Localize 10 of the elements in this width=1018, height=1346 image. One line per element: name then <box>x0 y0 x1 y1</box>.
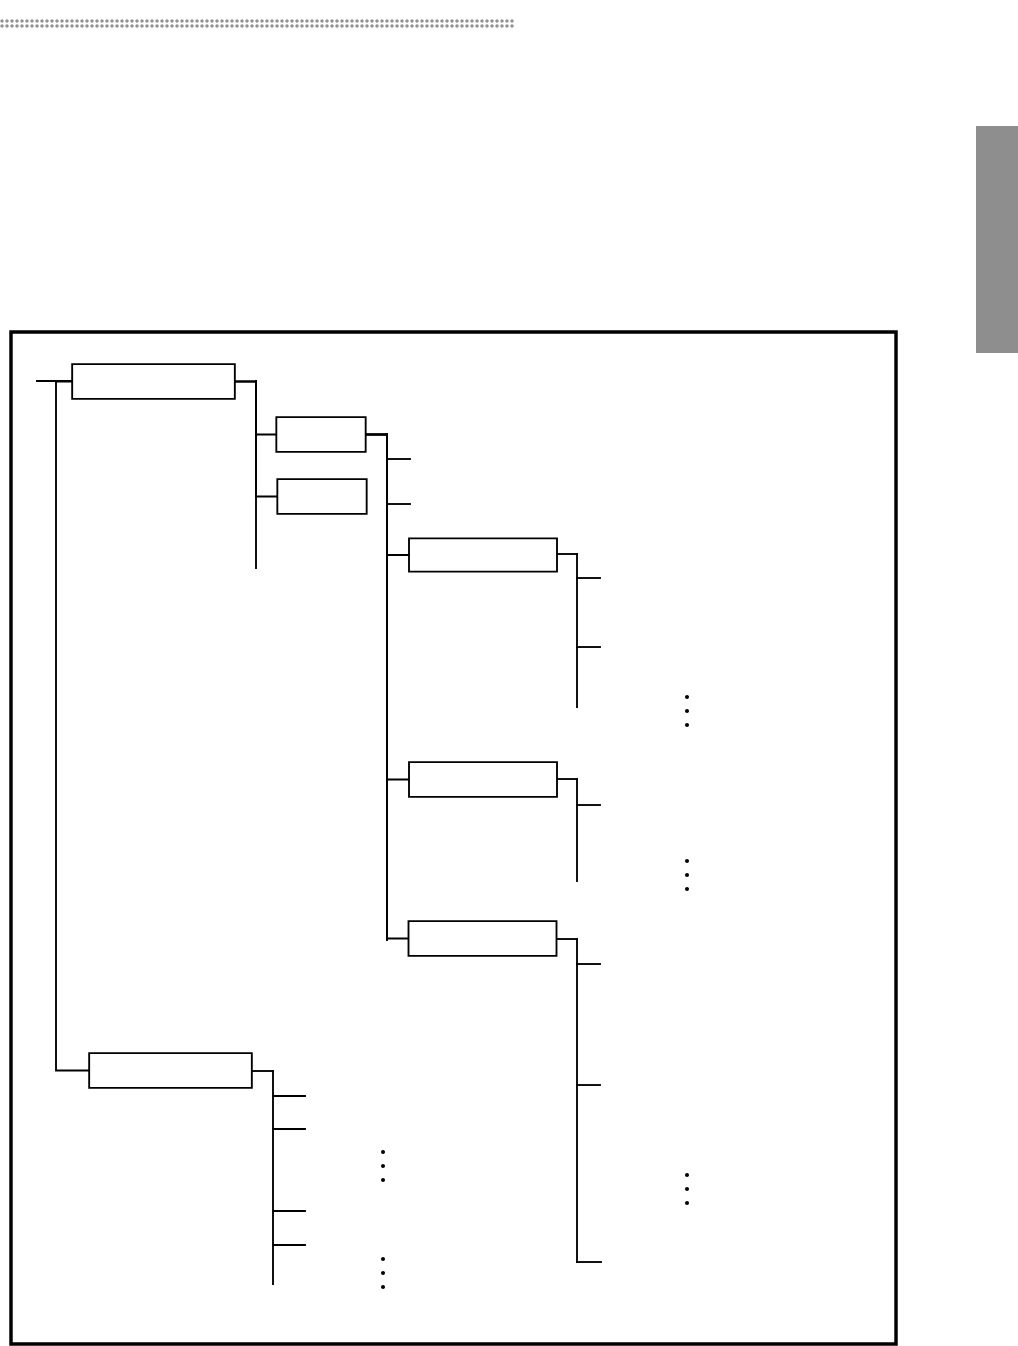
empty-box <box>71 363 236 400</box>
empty-box <box>408 537 558 573</box>
empty-box <box>275 416 367 453</box>
empty-box <box>407 920 558 957</box>
connector-line <box>55 380 90 1072</box>
empty-box <box>88 1052 253 1089</box>
empty-box <box>408 761 558 798</box>
empty-box <box>276 478 368 515</box>
connector-line <box>365 433 409 940</box>
connector-line <box>234 380 278 498</box>
